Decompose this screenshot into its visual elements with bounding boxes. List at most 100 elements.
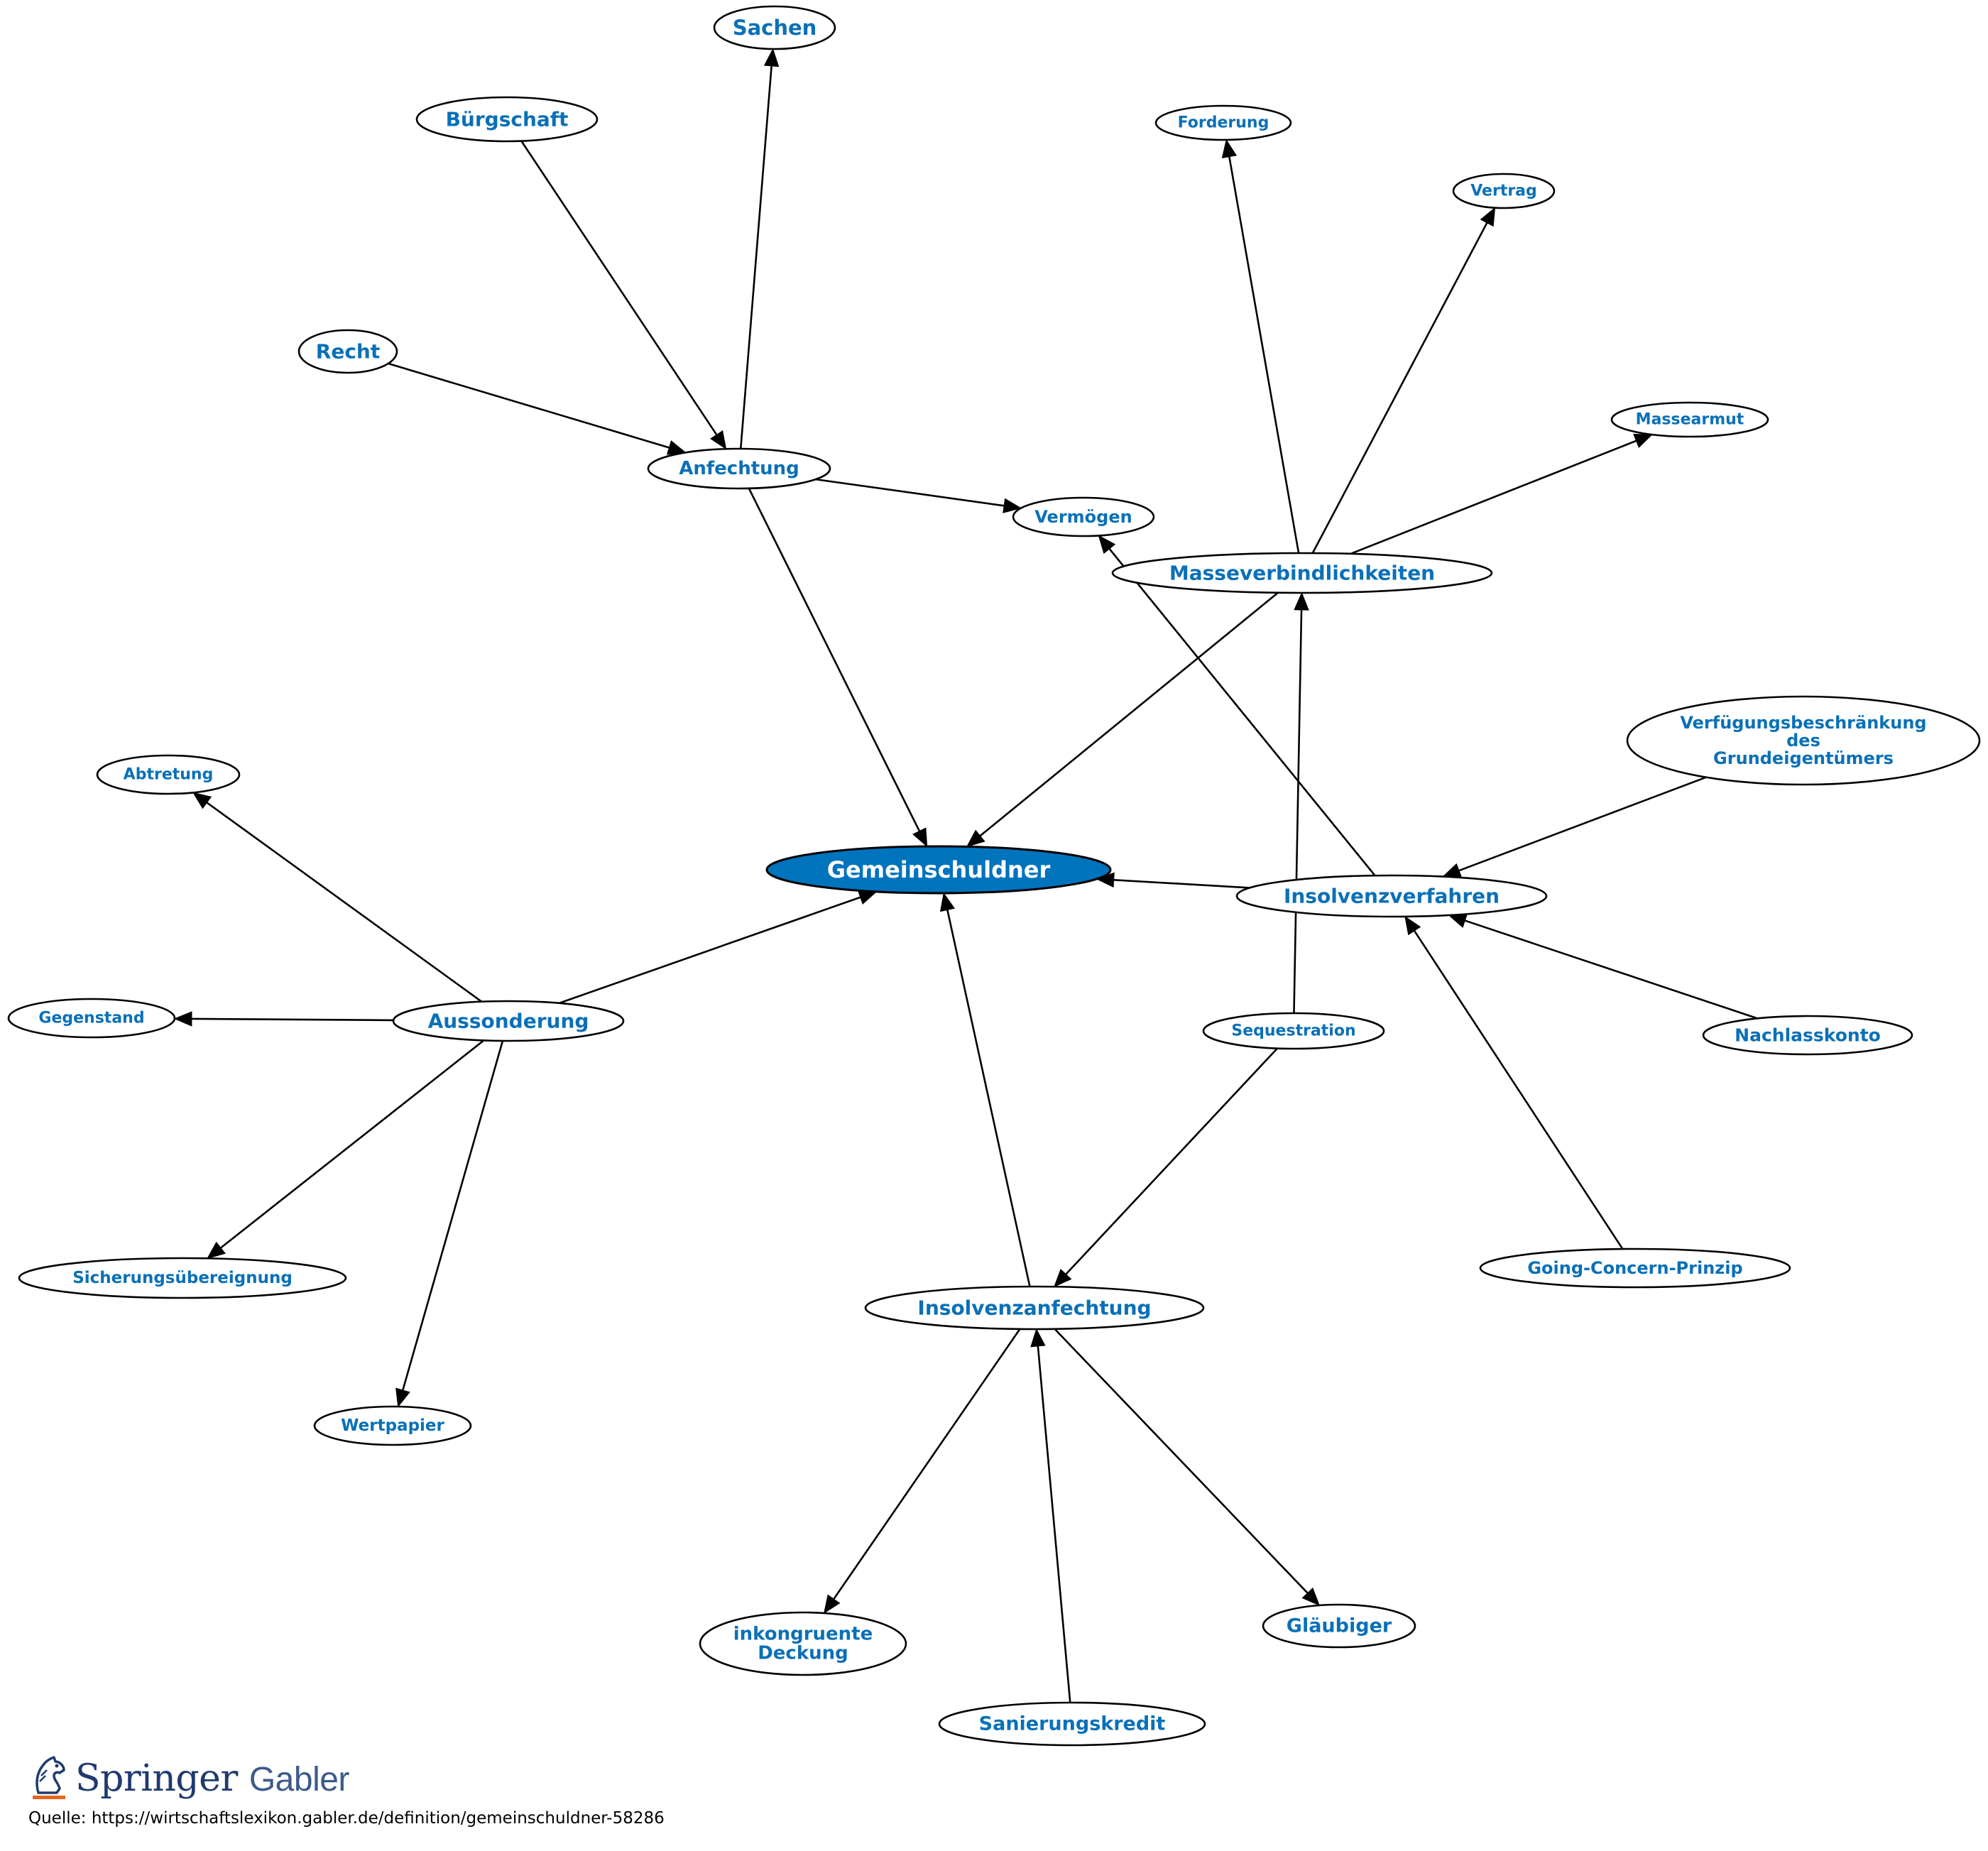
arrowhead-icon bbox=[763, 48, 780, 67]
edge-line bbox=[946, 910, 1031, 1287]
edge-anfechtung-to-vermoegen bbox=[815, 478, 1022, 513]
node-vertrag[interactable]: Vertrag bbox=[1452, 173, 1556, 209]
node-ellipse bbox=[415, 96, 599, 143]
nodes-layer: Gemeinschuldner SachenBürgschaftRechtAnfe… bbox=[7, 5, 1981, 1747]
node-recht[interactable]: Recht bbox=[297, 329, 398, 374]
edge-masseverbindlichkeiten-to-massearmut bbox=[1350, 434, 1654, 555]
node-anfechtung[interactable]: Anfechtung bbox=[647, 447, 831, 490]
edge-line bbox=[1054, 1328, 1309, 1594]
node-ellipse bbox=[699, 1611, 907, 1676]
arrowhead-icon bbox=[1221, 138, 1238, 158]
arrowhead-icon bbox=[395, 1387, 410, 1408]
source-citation: Quelle: https://wirtschaftslexikon.gable… bbox=[28, 1809, 665, 1828]
node-wertpapier[interactable]: Wertpapier bbox=[313, 1405, 472, 1446]
node-ellipse bbox=[96, 754, 241, 795]
node-ellipse bbox=[1262, 1603, 1416, 1649]
node-gegenstand[interactable]: Gegenstand bbox=[7, 998, 176, 1039]
node-buergschaft[interactable]: Bürgschaft bbox=[415, 96, 599, 143]
node-ellipse bbox=[313, 1405, 472, 1446]
node-insolvenzverfahren[interactable]: Insolvenzverfahren bbox=[1235, 874, 1548, 918]
springer-gabler-logo: Springer Gabler bbox=[28, 1754, 349, 1803]
node-ellipse bbox=[765, 845, 1112, 895]
edge-line bbox=[739, 65, 772, 449]
node-ellipse bbox=[1202, 1012, 1385, 1050]
node-verfuegungsbeschraenkung[interactable]: VerfügungsbeschränkungdesGrundeigentümer… bbox=[1626, 695, 1981, 786]
arrowhead-icon bbox=[1098, 535, 1116, 555]
node-label: Aussonderung bbox=[428, 1010, 589, 1033]
node-ellipse bbox=[1452, 173, 1556, 209]
node-label: Sachen bbox=[733, 16, 817, 40]
node-aussonderung[interactable]: Aussonderung bbox=[392, 1000, 625, 1042]
node-glaeubiger[interactable]: Gläubiger bbox=[1262, 1603, 1416, 1649]
logo-sub-text: Gabler bbox=[248, 1761, 350, 1798]
edge-sequestration-to-masseverbindlichkeiten bbox=[1293, 591, 1309, 1014]
node-ellipse bbox=[297, 329, 398, 374]
arrowhead-icon bbox=[823, 1594, 841, 1615]
edge-line bbox=[748, 488, 921, 832]
node-massearmut[interactable]: Massearmut bbox=[1610, 401, 1769, 438]
edge-aussonderung-to-gegenstand bbox=[173, 1011, 394, 1027]
node-masseverbindlichkeiten[interactable]: Masseverbindlichkeiten bbox=[1111, 552, 1493, 594]
edge-line bbox=[1311, 222, 1488, 554]
edge-masseverbindlichkeiten-to-vertrag bbox=[1311, 207, 1496, 554]
node-forderung[interactable]: Forderung bbox=[1154, 104, 1292, 141]
node-sachen[interactable]: Sachen bbox=[713, 5, 836, 50]
node-sequestration[interactable]: Sequestration bbox=[1202, 1012, 1385, 1050]
edge-line bbox=[1108, 548, 1376, 876]
arrowhead-icon bbox=[1294, 591, 1309, 611]
node-label: Vermögen bbox=[1034, 507, 1132, 527]
arrowhead-icon bbox=[939, 892, 955, 912]
node-label: Vertrag bbox=[1470, 182, 1537, 200]
edge-insolvenzanfechtung-to-glaeubiger bbox=[1054, 1328, 1321, 1606]
edge-buergschaft-to-anfechtung bbox=[520, 140, 727, 450]
arrowhead-icon bbox=[1003, 498, 1022, 513]
edge-insolvenzverfahren-to-vermoegen bbox=[1098, 535, 1376, 876]
node-ellipse bbox=[1610, 401, 1769, 438]
arrowhead-icon bbox=[1633, 434, 1654, 449]
edge-line bbox=[1113, 879, 1250, 889]
node-going-concern[interactable]: Going-Concern-Prinzip bbox=[1479, 1247, 1791, 1289]
arrowhead-icon bbox=[1301, 1587, 1321, 1606]
edge-aussonderung-to-abtretung bbox=[192, 792, 483, 1003]
node-ellipse bbox=[18, 1257, 347, 1299]
node-label: Anfechtung bbox=[679, 458, 799, 479]
node-label: Sicherungsübereignung bbox=[72, 1269, 293, 1287]
node-sicherungsuebereignung[interactable]: Sicherungsübereignung bbox=[18, 1257, 347, 1299]
node-label: Gemeinschuldner bbox=[827, 856, 1051, 883]
edge-line bbox=[1464, 919, 1758, 1020]
edge-aussonderung-to-wertpapier bbox=[395, 1040, 504, 1408]
node-label: Sanierungskredit bbox=[979, 1713, 1166, 1735]
node-label: Massearmut bbox=[1636, 411, 1744, 429]
edge-line bbox=[1037, 1345, 1071, 1703]
node-label: Verfügungsbeschränkung bbox=[1680, 713, 1926, 733]
node-nachlasskonto[interactable]: Nachlasskonto bbox=[1702, 1015, 1913, 1056]
node-gemeinschuldner[interactable]: Gemeinschuldner bbox=[765, 845, 1112, 895]
node-label: des bbox=[1786, 731, 1820, 750]
node-insolvenzanfechtung[interactable]: Insolvenzanfechtung bbox=[864, 1285, 1205, 1331]
edge-line bbox=[220, 1039, 485, 1249]
node-ellipse bbox=[392, 1000, 625, 1042]
arrowhead-icon bbox=[912, 827, 928, 848]
edge-line bbox=[1065, 1047, 1278, 1275]
springer-horse-icon bbox=[33, 1756, 65, 1799]
node-vermoegen[interactable]: Vermögen bbox=[1012, 496, 1155, 537]
node-label: Bürgschaft bbox=[446, 108, 569, 131]
node-sanierungskredit[interactable]: Sanierungskredit bbox=[938, 1701, 1206, 1747]
edge-nachlasskonto-to-insolvenzverfahren bbox=[1448, 913, 1758, 1020]
edge-line bbox=[520, 140, 718, 436]
edge-line bbox=[1228, 156, 1300, 554]
edge-line bbox=[559, 896, 861, 1005]
edge-recht-to-anfechtung bbox=[388, 362, 687, 455]
node-label: inkongruente bbox=[733, 1623, 873, 1644]
edge-anfechtung-to-sachen bbox=[739, 48, 780, 449]
edge-aussonderung-to-sicherungsuebereignung bbox=[207, 1039, 485, 1260]
node-ellipse bbox=[7, 998, 176, 1039]
edge-line bbox=[1413, 930, 1624, 1250]
node-abtretung[interactable]: Abtretung bbox=[96, 754, 241, 795]
node-label: Deckung bbox=[758, 1643, 848, 1664]
edges-layer bbox=[173, 48, 1758, 1703]
node-ellipse bbox=[1154, 104, 1292, 141]
arrowhead-icon bbox=[1030, 1328, 1046, 1348]
node-ellipse bbox=[864, 1285, 1205, 1331]
